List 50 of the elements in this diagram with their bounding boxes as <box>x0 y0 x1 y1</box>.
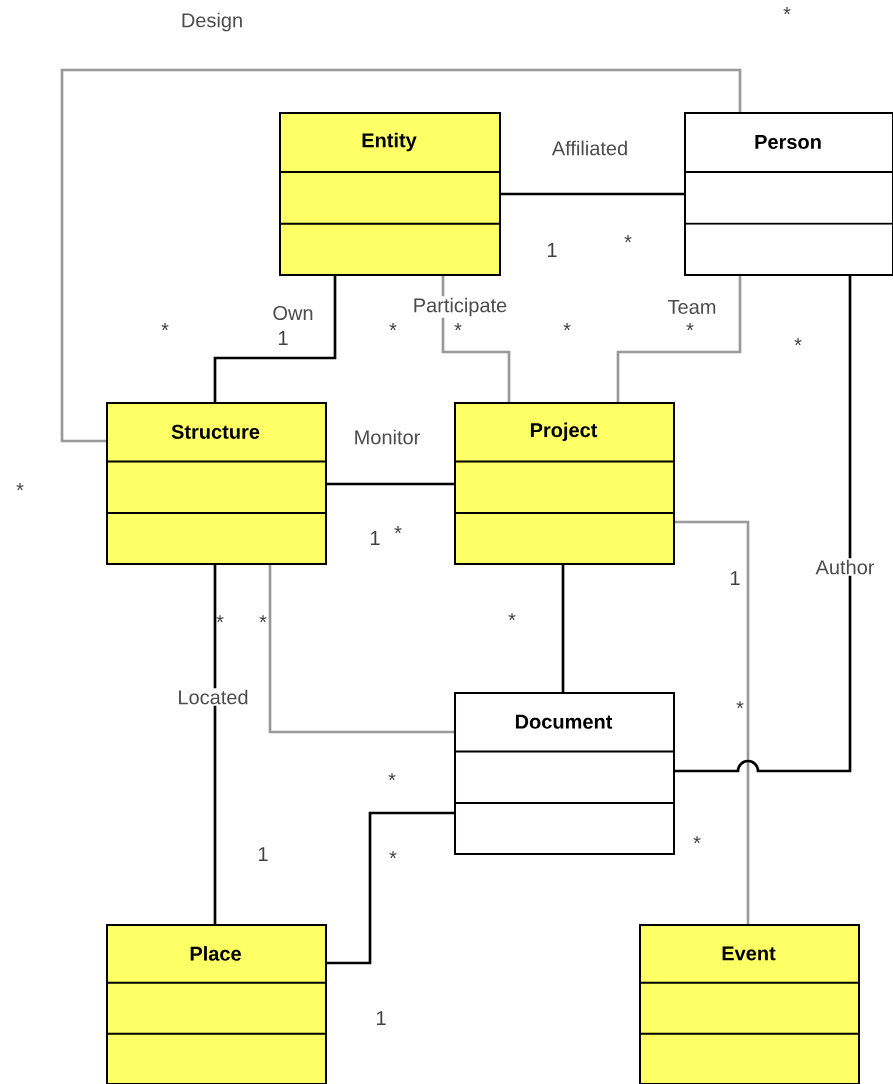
association-line <box>213 565 217 924</box>
association-line <box>327 811 454 965</box>
multiplicity-label: * <box>216 615 224 623</box>
multiplicity-label: 1 <box>730 571 740 585</box>
edge-label: Participate <box>411 296 509 318</box>
association-line <box>60 68 742 443</box>
class-box: Structure <box>105 402 327 565</box>
association-line <box>327 482 454 486</box>
multiplicity-label: 1 <box>258 847 268 861</box>
class-box: Project <box>453 402 675 565</box>
association-line <box>441 276 511 402</box>
association-line <box>675 520 750 924</box>
multiplicity-label: * <box>686 323 694 331</box>
multiplicity-label: * <box>161 323 169 331</box>
association-line <box>561 565 565 692</box>
association-line <box>616 276 742 402</box>
multiplicity-label: * <box>259 615 267 623</box>
edge-label: Own <box>271 304 315 322</box>
multiplicity-label: * <box>389 851 397 859</box>
association-line <box>675 276 852 773</box>
multiplicity-label: * <box>563 323 571 331</box>
class-box: Place <box>105 924 327 1084</box>
multiplicity-label: 1 <box>370 531 380 545</box>
association-line <box>268 565 454 734</box>
multiplicity-label: * <box>394 526 402 534</box>
multiplicity-label: * <box>508 613 516 621</box>
multiplicity-label: * <box>388 773 396 781</box>
edge-label: Author <box>814 558 876 576</box>
class-box: Event <box>638 924 860 1084</box>
multiplicity-label: 1 <box>547 243 557 257</box>
multiplicity-label: 1 <box>376 1011 386 1025</box>
multiplicity-label: * <box>783 7 791 15</box>
association-line <box>501 192 684 196</box>
multiplicity-label: * <box>624 235 632 243</box>
edge-label: Located <box>176 688 250 706</box>
edge-label: Design <box>179 11 245 33</box>
multiplicity-label: * <box>736 701 744 709</box>
multiplicity-label: * <box>389 323 397 331</box>
multiplicity-label: * <box>16 483 24 491</box>
edge-label: Affiliated <box>550 139 630 157</box>
edge-label: Team <box>666 298 718 316</box>
association-line <box>213 276 337 402</box>
class-box: Person <box>683 112 893 276</box>
edge-label: Monitor <box>352 428 422 446</box>
class-box: Entity <box>278 112 501 276</box>
multiplicity-label: * <box>454 323 462 331</box>
multiplicity-label: 1 <box>278 331 288 345</box>
multiplicity-label: * <box>693 836 701 844</box>
multiplicity-label: * <box>794 338 802 346</box>
class-box: Document <box>453 692 675 855</box>
